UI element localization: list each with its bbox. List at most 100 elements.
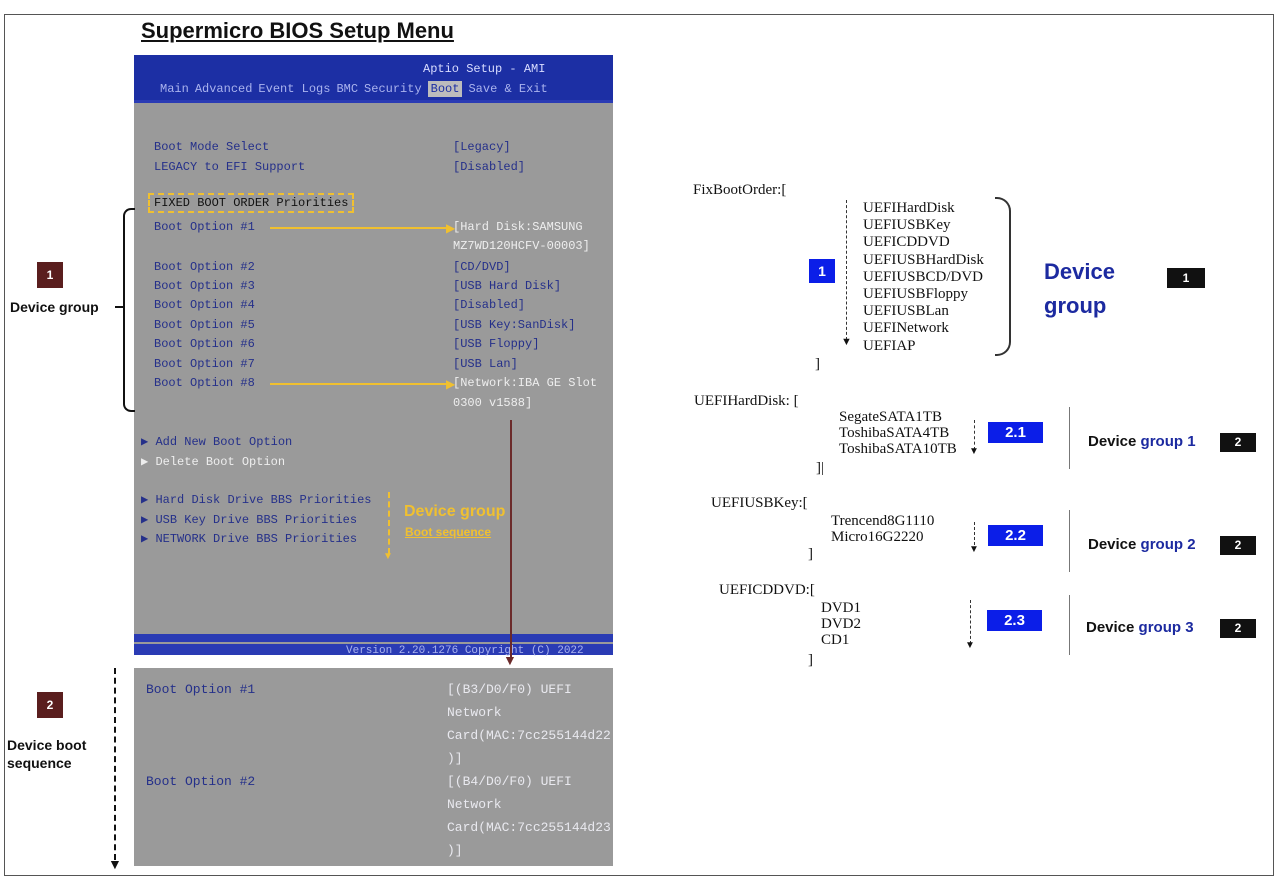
usb-key-bbs-priorities[interactable]: ▶ USB Key Drive BBS Priorities [141, 512, 357, 527]
boot-option-3-value[interactable]: [USB Hard Disk] [453, 279, 562, 293]
group1-item: ToshibaSATA10TB [839, 441, 957, 457]
detail-boot-option-1-label[interactable]: Boot Option #1 [146, 682, 256, 697]
device-word: Device [1088, 536, 1137, 553]
device-word: Device [1088, 433, 1137, 450]
legacy-efi-support-label[interactable]: LEGACY to EFI Support [154, 160, 306, 174]
tab-security[interactable]: Security [364, 82, 422, 96]
arrow-head-option-1: ▶ [446, 221, 456, 235]
overlay-boot-sequence: Boot sequence [405, 525, 492, 539]
fixbootorder-list: UEFIHardDisk UEFIUSBKey UEFICDDVD UEFIUS… [863, 200, 984, 355]
group-word: group [1044, 293, 1107, 318]
group2-arrow-down-icon: ▼ [969, 544, 979, 555]
boot-option-5-value[interactable]: [USB Key:SanDisk] [453, 318, 576, 332]
tab-boot[interactable]: Boot [427, 81, 463, 97]
submenu-arrow-icon: ▶ [141, 493, 156, 507]
detail-boot-option-1-line2: Network [447, 705, 502, 720]
fixbootorder-item: UEFIHardDisk [863, 200, 955, 216]
boot-option-6-label[interactable]: Boot Option #6 [154, 337, 255, 351]
bios-header-title: Aptio Setup - AMI [423, 62, 546, 76]
arrow-line-option-1 [270, 227, 450, 229]
figure-frame [4, 14, 1274, 876]
device-group-2-label: Device group 2 [1088, 536, 1196, 553]
group1-item: ToshibaSATA4TB [839, 425, 950, 441]
boot-option-5-label[interactable]: Boot Option #5 [154, 318, 255, 332]
uefiusbkey-label: UEFIUSBKey:[ [711, 495, 808, 511]
tab-save-exit[interactable]: Save & Exit [468, 82, 548, 96]
overlay-arrow-head-down-icon: ▼ [383, 551, 393, 562]
hdd-bbs-priorities[interactable]: ▶ Hard Disk Drive BBS Priorities [141, 492, 371, 507]
tab-bmc[interactable]: BMC [336, 82, 359, 96]
brace-tick [115, 306, 125, 308]
sequence-dashed-line [114, 668, 116, 860]
overlay-dashed-arrow [388, 492, 390, 554]
add-boot-option-label: Add New Boot Option [155, 435, 293, 449]
group2-item: Trencend8G1110 [831, 513, 935, 529]
detail-boot-option-2-line4: )] [447, 843, 463, 858]
tab-event-logs[interactable]: Event Logs [258, 82, 331, 96]
marker-2-1: 2.1 [988, 422, 1043, 443]
boot-option-7-label[interactable]: Boot Option #7 [154, 357, 255, 371]
device-word: Device [1044, 259, 1115, 284]
legacy-efi-support-value[interactable]: [Disabled] [453, 160, 526, 174]
boot-mode-select-value[interactable]: [Legacy] [453, 140, 511, 154]
group2-divider [1069, 510, 1070, 572]
boot-option-8-value-cont: 0300 v1588] [453, 396, 533, 410]
network-bbs-priorities[interactable]: ▶ NETWORK Drive BBS Priorities [141, 531, 357, 546]
tab-main[interactable]: Main [160, 82, 189, 96]
group3-divider [1069, 595, 1070, 655]
boot-option-3-label[interactable]: Boot Option #3 [154, 279, 255, 293]
bios-header-divider [134, 100, 613, 103]
device-group-brace [123, 208, 135, 412]
group2-close-bracket: ] [808, 546, 813, 562]
bios-header-bar [134, 55, 613, 100]
bios-footer-bar [134, 634, 613, 655]
connector-arrow-head-icon: ▼ [503, 652, 517, 668]
group2-list: Trencend8G1110 Micro16G2220 [831, 513, 934, 545]
fixbootorder-item: UEFIUSBKey [863, 217, 951, 234]
detail-boot-option-2-line1[interactable]: [(B4/D0/F0) UEFI [447, 774, 572, 789]
boot-option-2-value[interactable]: [CD/DVD] [453, 260, 511, 274]
device-boot-label-line1: Device boot [7, 737, 87, 753]
marker-2-black: 2 [1220, 536, 1256, 555]
delete-boot-option[interactable]: ▶ Delete Boot Option [141, 454, 285, 469]
boot-option-6-value[interactable]: [USB Floppy] [453, 337, 540, 351]
group3-list: DVD1 DVD2 CD1 [821, 600, 861, 648]
usb-key-bbs-label: USB Key Drive BBS Priorities [155, 513, 358, 527]
detail-boot-option-1-line1[interactable]: [(B3/D0/F0) UEFI [447, 682, 572, 697]
fixbootorder-arrow-down-icon: ▼ [841, 336, 852, 348]
group2-dashed-line [974, 522, 975, 550]
uefiharddisk-label: UEFIHardDisk: [ [694, 393, 799, 409]
detail-boot-option-2-line3: Card(MAC:7cc255144d23 [447, 820, 611, 835]
group1-dashed-line [974, 420, 975, 450]
boot-option-1-label[interactable]: Boot Option #1 [154, 220, 255, 234]
delete-boot-option-label: Delete Boot Option [155, 455, 286, 469]
connector-line [510, 420, 512, 660]
add-boot-option[interactable]: ▶ Add New Boot Option [141, 434, 292, 449]
boot-option-4-label[interactable]: Boot Option #4 [154, 298, 255, 312]
boot-option-1-value-cont: MZ7WD120HCFV-00003] [453, 239, 590, 253]
figure-title: Supermicro BIOS Setup Menu [141, 18, 454, 43]
fixbootorder-item: UEFICDDVD [863, 234, 950, 251]
tab-advanced[interactable]: Advanced [194, 82, 253, 96]
overlay-device-group: Device group [404, 503, 506, 520]
group-name: group 1 [1140, 433, 1196, 450]
fixbootorder-item: UEFIUSBLan [863, 303, 949, 320]
boot-option-4-value[interactable]: [Disabled] [453, 298, 526, 312]
boot-mode-select-label[interactable]: Boot Mode Select [154, 140, 270, 154]
sequence-arrow-down-icon: ▼ [108, 856, 122, 872]
boot-option-8-value[interactable]: [Network:IBA GE Slot [453, 376, 598, 390]
device-group-label-left: Device group [10, 299, 99, 315]
detail-boot-option-1-line3: Card(MAC:7cc255144d22 [447, 728, 611, 743]
boot-option-8-label[interactable]: Boot Option #8 [154, 376, 255, 390]
marker-1-black: 1 [1167, 268, 1205, 288]
boot-option-2-label[interactable]: Boot Option #2 [154, 260, 255, 274]
submenu-arrow-icon: ▶ [141, 532, 156, 546]
boot-option-1-value[interactable]: [Hard Disk:SAMSUNG [453, 220, 583, 234]
group1-item: SegateSATA1TB [839, 409, 942, 425]
group3-item: CD1 [821, 632, 850, 648]
group1-arrow-down-icon: ▼ [969, 446, 979, 457]
fixbootorder-item: UEFIUSBHardDisk [863, 251, 984, 268]
detail-boot-option-2-label[interactable]: Boot Option #2 [146, 774, 256, 789]
boot-option-7-value[interactable]: [USB Lan] [453, 357, 518, 371]
group3-item: DVD2 [821, 616, 861, 632]
